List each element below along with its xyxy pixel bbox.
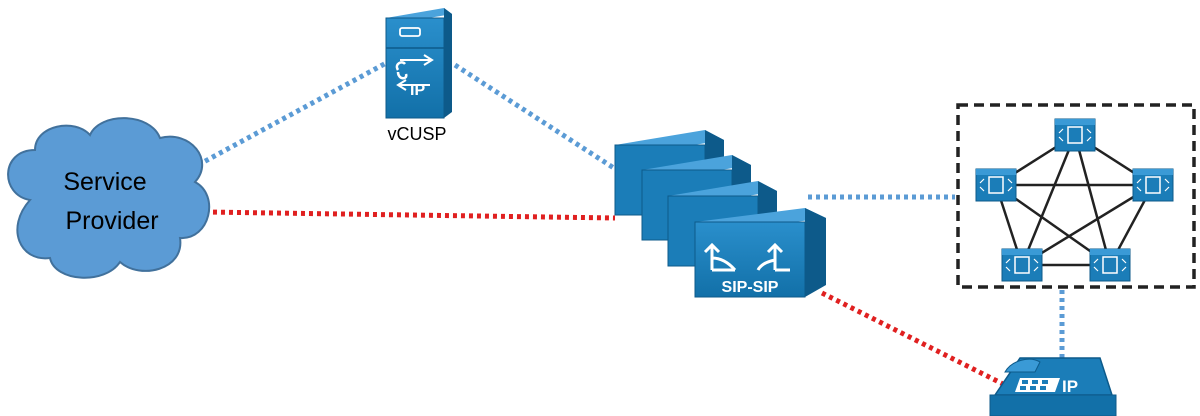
sip-sbc-icon: SIP-SIP [614,130,826,298]
call-manager-cluster [956,103,1196,289]
sip-proxy-icon: IP vCUSP [385,8,452,144]
cloud-icon: Service Provider [7,117,211,279]
sbc-to-phone-media-link [820,290,1007,388]
call-manager-icon [1054,118,1096,152]
call-manager-icon [1089,248,1131,282]
call-manager-icon [1132,168,1174,202]
call-manager-icon [1001,248,1043,282]
vcusp-to-sbc-signal-link [453,62,642,188]
vcusp-label: vCUSP [387,124,446,144]
cloud-to-vcusp-signal-link [196,59,390,168]
connections [196,59,1065,388]
sbc-unit-front: SIP-SIP [694,208,826,298]
vcusp-icon-text: IP [410,82,425,99]
cloud-to-sbc-media-link [204,209,616,221]
phone-label: IP [1062,377,1078,396]
cluster-boundary [956,103,1196,289]
call-manager-icon [975,168,1017,202]
ip-phone-icon: IP [989,357,1117,416]
cluster-mesh [994,133,1155,267]
cloud-label-line2: Provider [65,207,158,235]
cloud-label-line1: Service [63,168,146,196]
sbc-label: SIP-SIP [722,279,779,296]
